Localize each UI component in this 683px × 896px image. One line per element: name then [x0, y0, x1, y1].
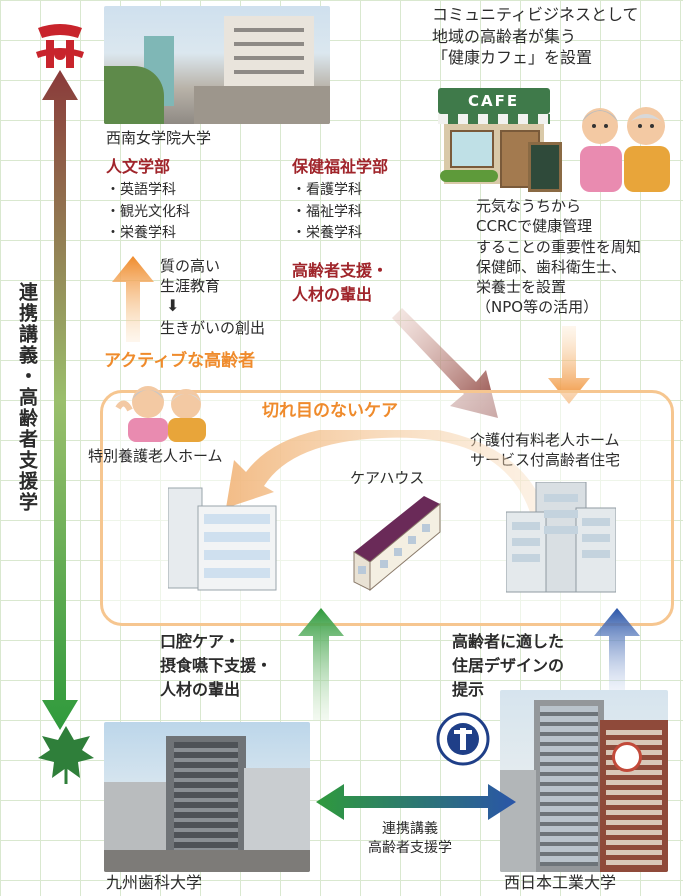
faculty-humanities-depts: ・英語学科 ・観光文化科 ・栄養学科 — [106, 180, 190, 245]
dept-item: ・英語学科 — [106, 182, 176, 198]
elderly-support-line: 高齢者支援・ — [292, 261, 389, 280]
elderly-couple-icon — [580, 107, 670, 192]
bottom-link-line: 連携講義 — [382, 821, 438, 837]
seamless-care-title: 切れ目のないケア — [262, 401, 398, 421]
elderly-couple-small-icon — [115, 386, 206, 442]
housing-design-line: 提示 — [452, 680, 485, 699]
blue-arrow-up — [594, 608, 640, 694]
seinan-university-name: 西南女学院大学 — [106, 129, 212, 147]
seinan-campus-photo — [104, 6, 330, 124]
green-arrow-up — [298, 608, 344, 720]
kyushu-dental-campus-photo — [104, 722, 310, 872]
seinan-logo-icon — [36, 24, 84, 68]
down-arrow-icon: ⬇ — [166, 296, 180, 315]
active-elderly-label: アクティブな高齢者 — [104, 351, 256, 371]
dept-item: ・栄養学科 — [106, 225, 176, 242]
dept-item: ・看護学科 — [292, 182, 362, 198]
cafe-note-line: することの重要性を周知 — [476, 237, 641, 256]
nursing-home-label: 特別養護老人ホーム — [88, 447, 223, 465]
cafe-sign: CAFE — [468, 92, 520, 110]
faculty-humanities-title: 人文学部 — [106, 157, 171, 176]
oral-care-line: 摂食嚥下支援・ — [160, 656, 273, 675]
care-house-building — [353, 496, 441, 592]
kyushu-dental-logo-icon — [38, 726, 94, 784]
cafe-caption-line: 地域の高齢者が集う — [432, 26, 577, 46]
nishinippon-university-name: 西日本工業大学 — [504, 873, 617, 892]
cafe-caption: コミュニティビジネスとして 地域の高齢者が集う 「健康カフェ」を設置 — [432, 4, 639, 69]
bottom-link-line: 高齢者支援学 — [368, 839, 452, 856]
bottom-link-label: 連携講義 高齢者支援学 — [368, 820, 452, 858]
housing-design-label: 高齢者に適した 住居デザインの 提示 — [452, 630, 564, 702]
dept-item: ・観光文化科 — [106, 203, 190, 220]
elderly-support-line: 人材の輩出 — [292, 285, 373, 304]
cafe-note-line: 保健師、歯科衛生士、 — [476, 257, 627, 276]
kyushu-dental-university-name: 九州歯科大学 — [106, 873, 203, 892]
education-note-line1: 質の高い — [160, 257, 221, 275]
oral-care-line: 人材の輩出 — [160, 680, 241, 699]
orange-arrow-down — [548, 326, 590, 404]
care-house-label: ケアハウス — [350, 469, 425, 487]
oral-care-line: 口腔ケア・ — [160, 632, 241, 651]
nishinippon-seal-icon — [436, 712, 490, 766]
nursing-home-building — [168, 487, 277, 591]
vertical-double-arrow — [42, 70, 78, 730]
housing-design-line: 高齢者に適した — [452, 632, 565, 651]
oral-care-label: 口腔ケア・ 摂食嚥下支援・ 人材の輩出 — [160, 630, 272, 702]
dept-item: ・栄養学科 — [292, 225, 362, 242]
orange-arrow-up — [112, 256, 154, 342]
cafe-note: 元気なうちから CCRCで健康管理 することの重要性を周知 保健師、歯科衛生士、… — [476, 196, 641, 318]
cafe-caption-line: 「健康カフェ」を設置 — [432, 48, 593, 68]
faculty-health-title: 保健福祉学部 — [292, 157, 389, 176]
cafe-caption-line: コミュニティビジネスとして — [432, 5, 639, 24]
dept-item: ・福祉学科 — [292, 203, 362, 220]
paid-home-line: 介護付有料老人ホーム — [470, 431, 620, 449]
paid-home-building — [506, 482, 616, 593]
cafe-note-line: （NPO等の活用） — [476, 298, 599, 317]
education-note-line3: 生きがいの創出 — [160, 319, 266, 337]
housing-design-line: 住居デザインの — [452, 656, 565, 675]
nishinippon-campus-photo — [500, 690, 668, 872]
horizontal-double-arrow — [316, 784, 516, 820]
faculty-health-depts: ・看護学科 ・福祉学科 ・栄養学科 — [292, 180, 362, 245]
cafe-note-line: 元気なうちから — [476, 197, 582, 215]
cafe-note-line: CCRCで健康管理 — [476, 217, 593, 236]
cafe-illustration: CAFE — [438, 88, 550, 192]
vertical-axis-label: 連携講義・高齢者支援学 — [16, 282, 38, 513]
cafe-note-line: 栄養士を設置 — [476, 278, 567, 296]
education-note-line2: 生涯教育 — [160, 277, 221, 295]
menu-board — [528, 142, 562, 192]
